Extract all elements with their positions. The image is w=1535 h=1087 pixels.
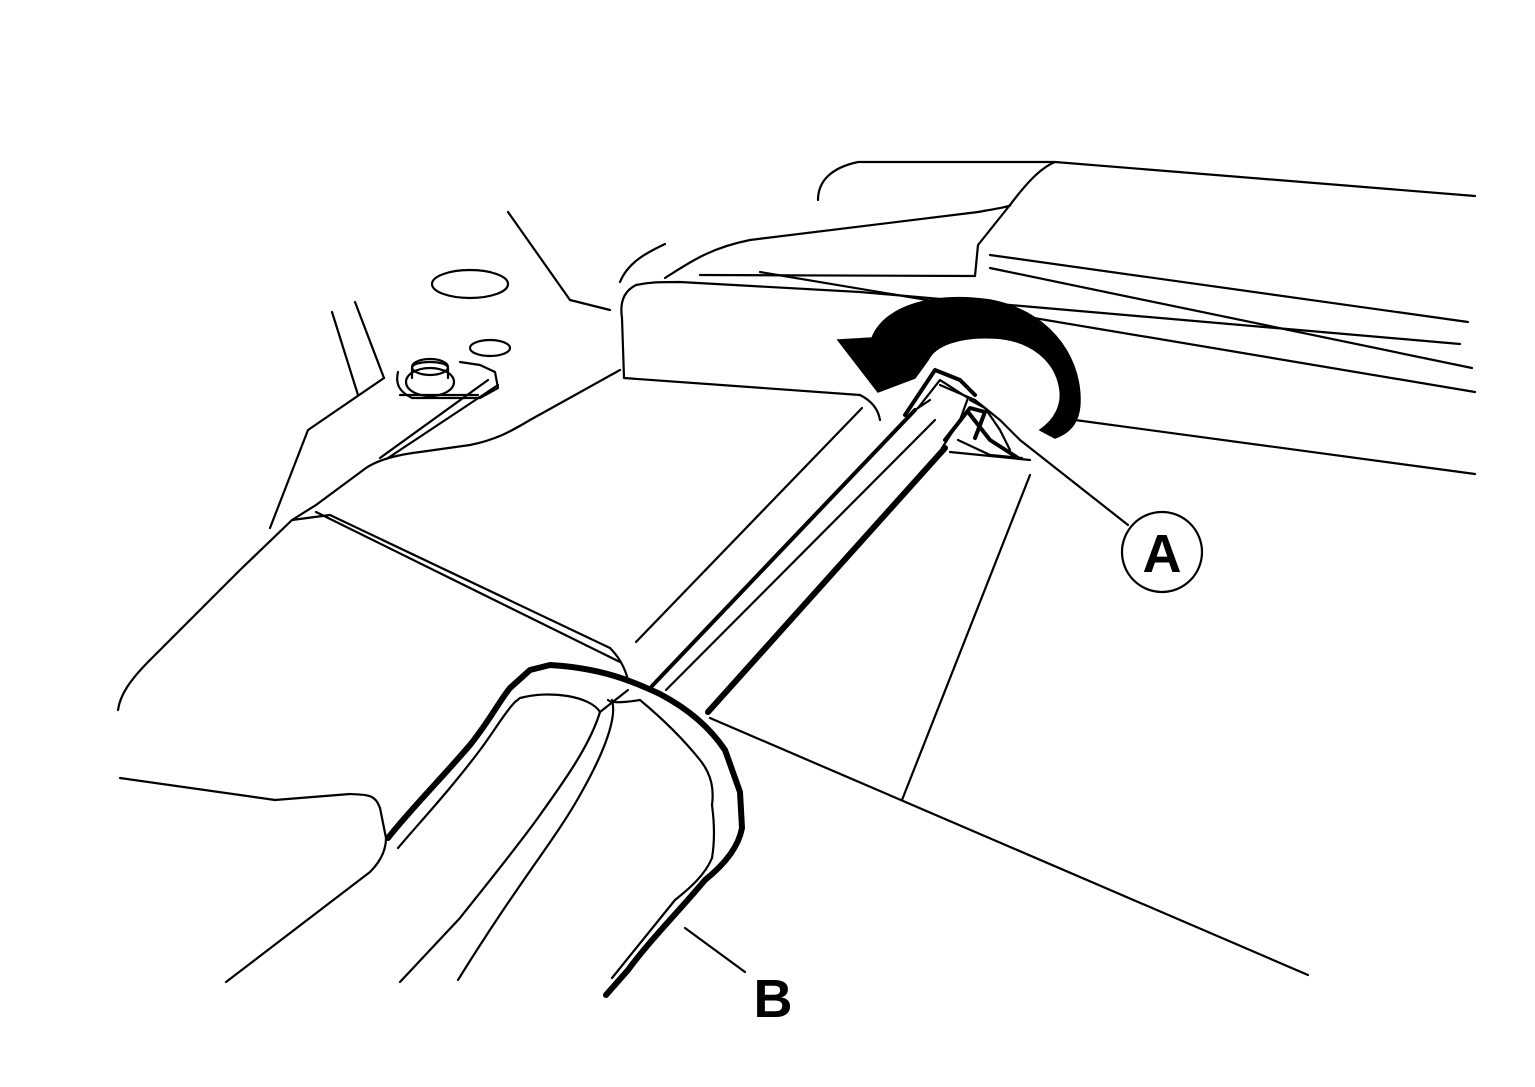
callout-a: A bbox=[1018, 438, 1204, 594]
callout-b-leader bbox=[683, 926, 747, 974]
clip-a bbox=[938, 383, 1024, 460]
left-bracket bbox=[268, 300, 622, 530]
screwdriver-shaft bbox=[634, 393, 948, 715]
callout-a-label: A bbox=[1143, 524, 1182, 584]
callout-a-circle bbox=[1120, 510, 1204, 594]
callout-a-leader bbox=[1018, 438, 1130, 527]
rotation-arrow-icon bbox=[836, 296, 1081, 439]
tool-b bbox=[385, 662, 745, 998]
lower-trim-face bbox=[430, 210, 862, 397]
main-panel bbox=[116, 450, 1310, 984]
mounting-hole-small bbox=[468, 338, 512, 358]
callout-b: B bbox=[683, 926, 793, 1029]
upper-trim-panel bbox=[618, 160, 1477, 476]
mounting-hole-large bbox=[430, 268, 510, 300]
stud-base bbox=[404, 366, 456, 398]
callout-b-label: B bbox=[754, 969, 793, 1029]
